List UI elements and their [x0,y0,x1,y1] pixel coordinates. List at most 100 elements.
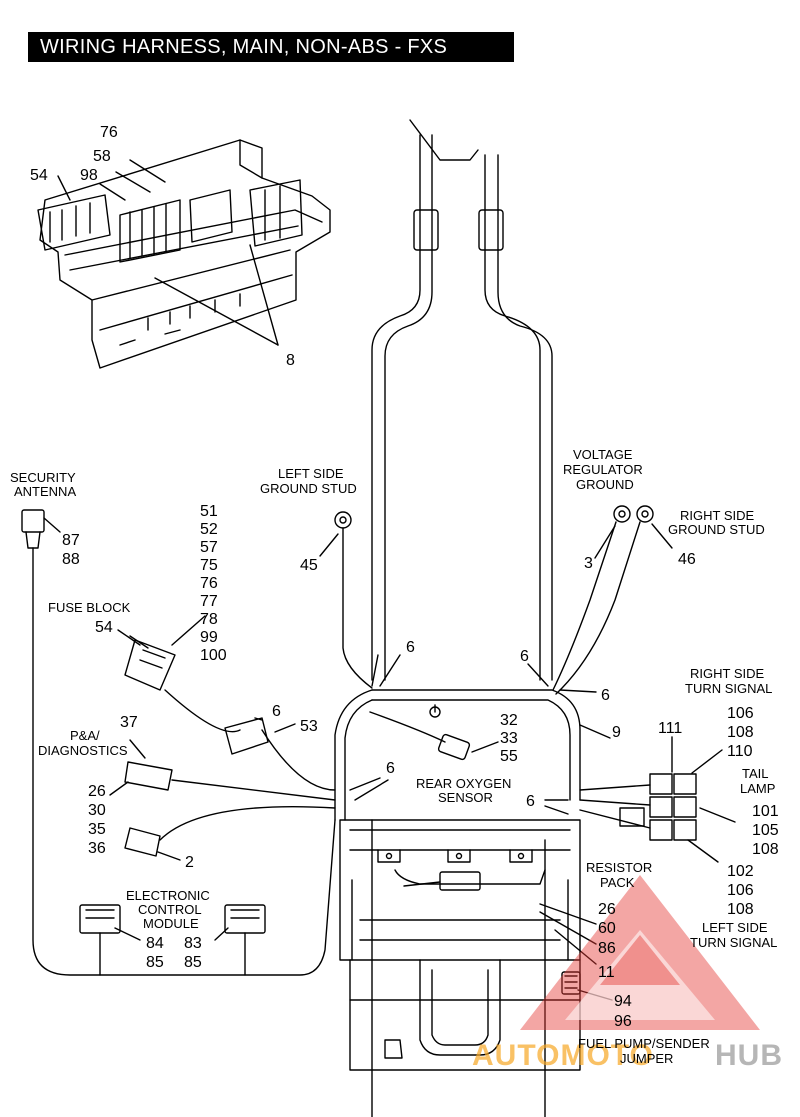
callout-numbers: 76 58 98 54 8 87 88 45 3 46 51 52 57 75 … [30,124,779,1030]
label-rear-oxygen-sensor-line2: SENSOR [438,790,493,805]
title-bar: WIRING HARNESS, MAIN, NON-ABS - FXS [28,32,514,62]
label-resistor-pack-line1: RESISTOR [586,860,652,875]
callout-9: 9 [612,724,621,741]
callout-fuse-78: 78 [200,611,218,628]
watermark-text-part1: AUTOMOTO [472,1039,654,1072]
label-security-antenna-line1: SECURITY [10,470,76,485]
callout-98-top: 98 [80,167,98,184]
tail-lamp-connector-drawing [579,736,736,863]
label-ecm-line3: MODULE [143,916,199,931]
callout-6-a: 6 [406,639,415,656]
label-voltage-regulator-line1: VOLTAGE [573,447,633,462]
callout-fuel-94: 94 [614,993,632,1010]
callout-8: 8 [286,352,295,369]
component-labels: SECURITY ANTENNA LEFT SIDE GROUND STUD V… [10,447,777,1066]
watermark-text-part2: HUB [715,1039,783,1072]
callout-pa-26: 26 [88,783,106,800]
fuse-block-bracket-drawing [37,139,331,369]
callout-45: 45 [300,557,318,574]
callout-fuse-75: 75 [200,557,218,574]
ground-stud-drawing [319,505,673,695]
callout-resistor-86: 86 [598,940,616,957]
callout-pa-36: 36 [88,840,106,857]
callout-resistor-60: 60 [598,920,616,937]
label-right-ground-stud-line2: GROUND STUD [668,522,765,537]
callout-tail-108: 108 [752,841,779,858]
upper-harness-drawing [371,119,553,681]
callout-tail-105: 105 [752,822,779,839]
callout-left-turn-106: 106 [727,882,754,899]
label-fuse-block: FUSE BLOCK [48,600,131,615]
callout-37: 37 [120,714,138,731]
left-wiring-drawing [21,509,336,976]
callout-tail-101: 101 [752,803,779,820]
callout-fuse-77: 77 [200,593,218,610]
label-tail-lamp-line2: LAMP [740,781,775,796]
label-tail-lamp-line1: TAIL [742,766,769,781]
callout-ecm-85-left: 85 [146,954,164,971]
label-left-ground-stud-line2: GROUND STUD [260,481,357,496]
callout-fuse-57: 57 [200,539,218,556]
label-left-ground-stud-line1: LEFT SIDE [278,466,344,481]
label-left-turn-signal-line2: TURN SIGNAL [690,935,777,950]
callout-ecm-84: 84 [146,935,164,952]
callout-fuse-52: 52 [200,521,218,538]
callout-ecm-85-right: 85 [184,954,202,971]
callout-oxygen-32: 32 [500,712,518,729]
callout-6-c: 6 [601,687,610,704]
callout-6-e: 6 [386,760,395,777]
label-pa-diagnostics-line2: DIAGNOSTICS [38,743,128,758]
callout-left-turn-108: 108 [727,901,754,918]
callout-2: 2 [185,854,194,871]
callout-resistor-26: 26 [598,901,616,918]
callout-fuse-100: 100 [200,647,227,664]
callout-ecm-83: 83 [184,935,202,952]
callout-6-b: 6 [520,648,529,665]
callout-3: 3 [584,555,593,572]
callout-46: 46 [678,551,696,568]
label-resistor-pack-line2: PACK [600,875,635,890]
label-ecm-line1: ELECTRONIC [126,888,210,903]
label-left-turn-signal-line1: LEFT SIDE [702,920,768,935]
callout-53: 53 [300,718,318,735]
diagram-art [21,119,736,1117]
callout-76-top: 76 [100,124,118,141]
callout-87: 87 [62,532,80,549]
callout-oxygen-33: 33 [500,730,518,747]
diagram-title: WIRING HARNESS, MAIN, NON-ABS - FXS [40,36,448,58]
callout-pa-30: 30 [88,802,106,819]
label-ecm-line2: CONTROL [138,902,202,917]
callout-left-turn-102: 102 [727,863,754,880]
label-security-antenna-line2: ANTENNA [14,484,76,499]
callout-oxygen-55: 55 [500,748,518,765]
label-fuel-pump-line2: JUMPER [620,1051,673,1066]
callout-88: 88 [62,551,80,568]
label-fuel-pump-line1: FUEL PUMP/SENDER [578,1036,710,1051]
callout-6-d: 6 [272,703,281,720]
label-right-ground-stud-line1: RIGHT SIDE [680,508,754,523]
callout-right-turn-106: 106 [727,705,754,722]
label-voltage-regulator-line3: GROUND [576,477,634,492]
label-right-turn-signal-line2: TURN SIGNAL [685,681,772,696]
callout-fuse-51: 51 [200,503,218,520]
callout-pa-35: 35 [88,821,106,838]
callout-right-turn-108: 108 [727,724,754,741]
callout-111: 111 [658,720,682,737]
callout-fuse-99: 99 [200,629,218,646]
watermark-logo: AUTOMOTO HUB [472,875,783,1072]
label-right-turn-signal-line1: RIGHT SIDE [690,666,764,681]
callout-54-top: 54 [30,167,48,184]
frame-structure-drawing [339,819,613,1117]
label-rear-oxygen-sensor-line1: REAR OXYGEN [416,776,511,791]
callout-fuel-96: 96 [614,1013,632,1030]
callout-58-top: 58 [93,148,111,165]
label-voltage-regulator-line2: REGULATOR [563,462,643,477]
callout-fuse-54: 54 [95,619,113,636]
callout-resistor-11: 11 [598,964,615,981]
callout-right-turn-110: 110 [727,743,753,760]
callout-6-f: 6 [526,793,535,810]
callout-fuse-76: 76 [200,575,218,592]
label-pa-diagnostics-line1: P&A/ [70,728,100,743]
rear-harness-loop-drawing [334,654,611,821]
